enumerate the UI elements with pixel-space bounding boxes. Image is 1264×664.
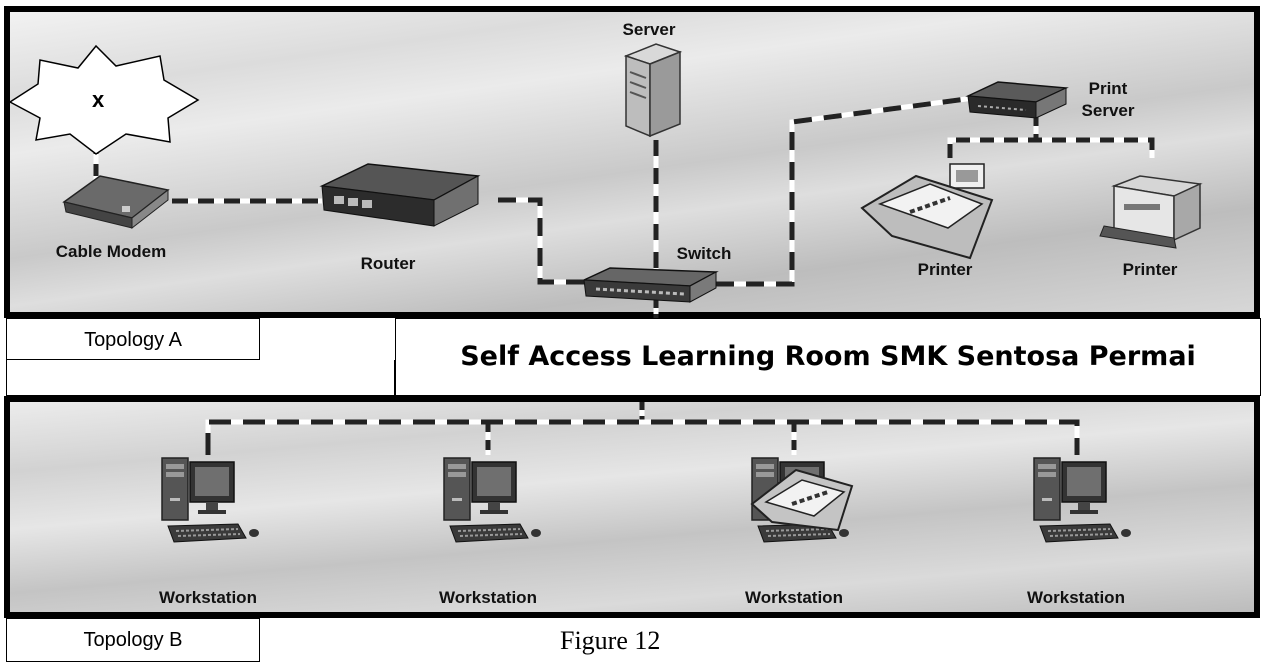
workstation-2-label: Workstation — [439, 588, 537, 607]
router-label: Router — [360, 254, 416, 273]
diagram-title: Self Access Learning Room SMK Sentosa Pe… — [460, 341, 1196, 372]
cable-modem-label: Cable Modem — [55, 242, 167, 261]
workstation-4-icon — [1033, 457, 1132, 543]
blank-box — [6, 360, 395, 396]
print-server-label: Print Server — [1081, 79, 1135, 120]
workstation-1-icon — [161, 457, 260, 543]
printer-1-label: Printer — [917, 260, 973, 279]
figure-caption: Figure 12 — [560, 626, 661, 655]
cable-modem-icon — [62, 175, 170, 230]
server-icon — [623, 43, 683, 138]
topology-b-label: Topology B — [83, 629, 183, 651]
title-box: Self Access Learning Room SMK Sentosa Pe… — [395, 318, 1261, 396]
workstation-4-label: Workstation — [1027, 588, 1125, 607]
topology-a-label: Topology A — [84, 329, 182, 351]
printer-2-label: Printer — [1122, 260, 1178, 279]
switch-icon — [583, 267, 719, 303]
topology-b-box: Topology B — [6, 618, 260, 662]
printer-2-icon — [1099, 175, 1203, 249]
internet-cloud-shape — [8, 44, 200, 155]
router-icon — [319, 163, 481, 227]
workstation-1-label: Workstation — [159, 588, 257, 607]
workstation-3-icon — [750, 457, 854, 543]
print-server-icon — [965, 81, 1069, 119]
workstation-2-icon — [443, 457, 542, 543]
topology-a-box: Topology A — [6, 318, 260, 360]
switch-label: Switch — [676, 244, 732, 263]
server-label: Server — [622, 20, 676, 39]
workstation-3-label: Workstation — [745, 588, 843, 607]
printer-1-icon — [860, 163, 994, 260]
cloud-label: x — [92, 87, 105, 112]
